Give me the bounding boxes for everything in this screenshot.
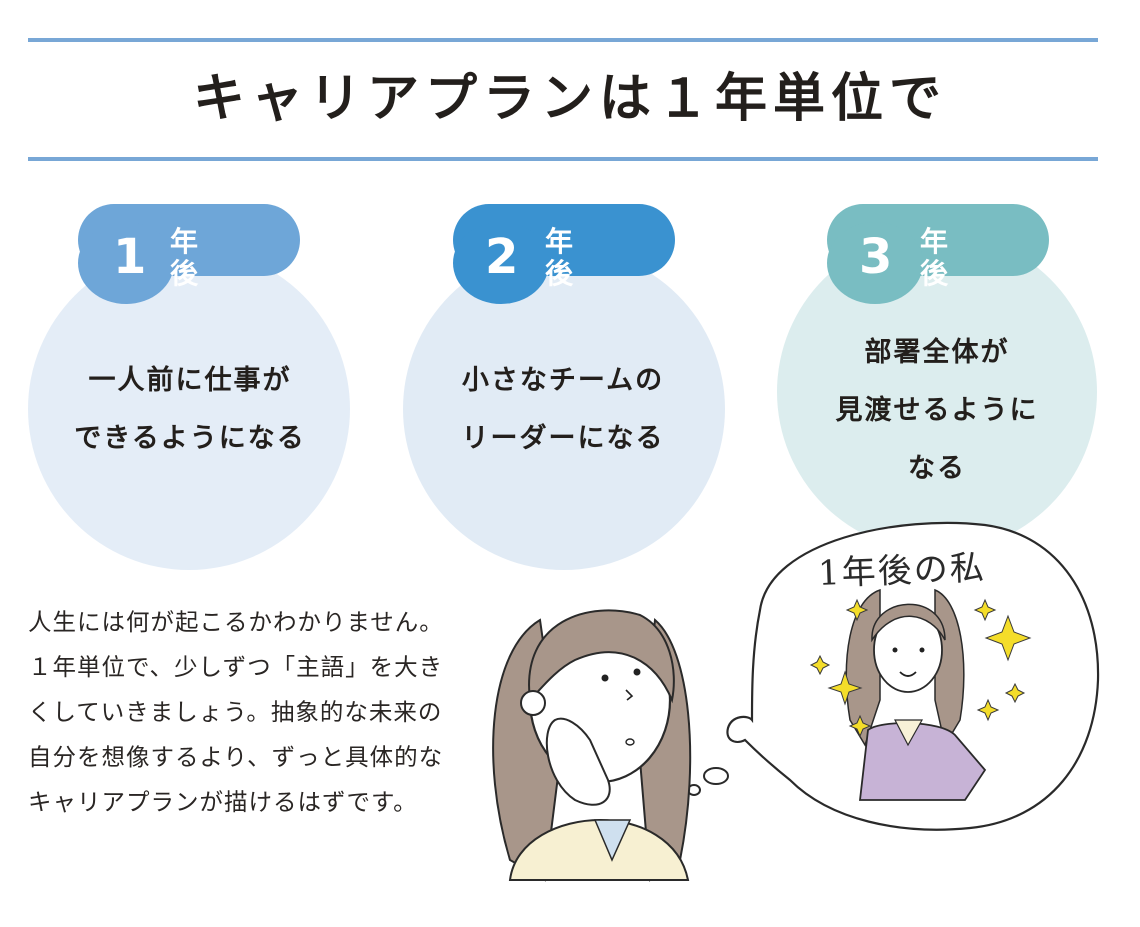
- thought-bubble-label: 1年後の私: [817, 548, 987, 594]
- step-1-unit: 年後: [170, 225, 199, 290]
- step-1-circle: [28, 248, 350, 570]
- step-3-number: 3: [859, 229, 893, 285]
- step-2-unit: 年後: [545, 225, 574, 290]
- step-2-number: 2: [485, 229, 519, 285]
- page-title: キャリアプランは１年単位で: [192, 69, 947, 129]
- step-1-description: 一人前に仕事が できるようになる: [74, 365, 306, 454]
- step-2-description: 小さなチームの リーダーになる: [461, 365, 665, 454]
- step-1-number: 1: [113, 229, 147, 285]
- bottom-rule: [28, 157, 1098, 161]
- step-3-unit: 年後: [920, 225, 949, 290]
- thinking-woman-illustration: [492, 521, 1100, 882]
- step-3-description: 部署全体が 見渡せるように なる: [835, 337, 1039, 484]
- future-self-figure: [845, 588, 987, 801]
- body-paragraph: 人生には何が起こるかわかりません。 １年単位で、少しずつ「主語」を大き くしてい…: [28, 608, 444, 816]
- sparkle-icons: [809, 598, 1032, 738]
- thinking-woman-figure: [492, 609, 692, 882]
- top-rule: [28, 38, 1098, 42]
- step-3-circle: [777, 232, 1097, 552]
- step-2-circle: [403, 248, 725, 570]
